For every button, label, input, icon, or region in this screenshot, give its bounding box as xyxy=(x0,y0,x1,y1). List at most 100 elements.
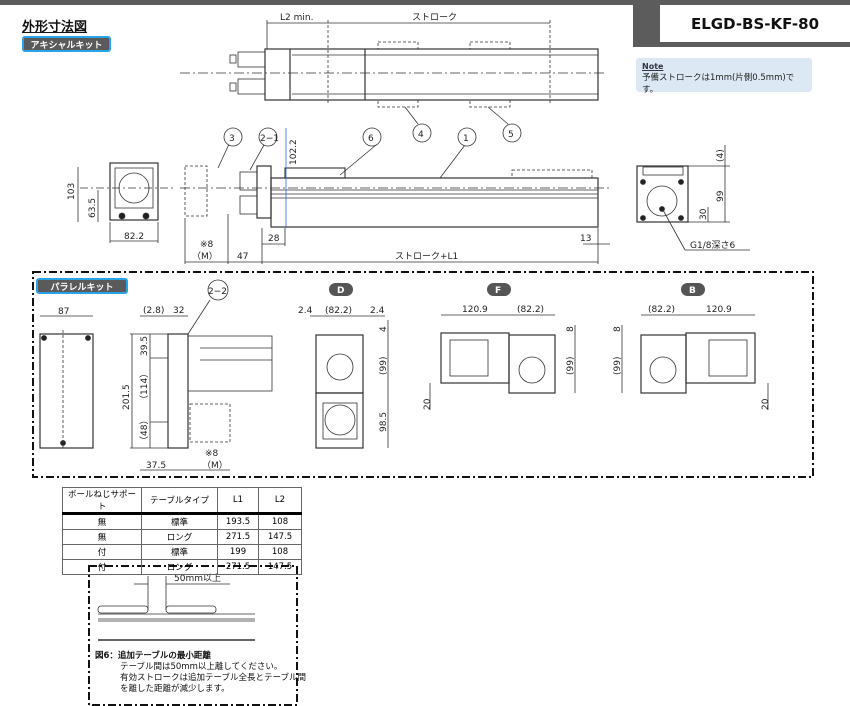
fig6-line: を離した距離が減少します。 xyxy=(120,684,230,694)
callout-1: 1 xyxy=(463,134,469,144)
col-header: テーブルタイプ xyxy=(141,487,218,514)
cell: 付 xyxy=(62,544,142,560)
parallel-side-view: 201.5 39.5 （114） （48） (2.8) 32 2−2 37.5 … xyxy=(122,279,273,471)
callout-4: 4 xyxy=(418,130,424,140)
note-box: Note 予備ストロークは1mm(片側0.5mm)です。 xyxy=(636,58,812,95)
dim-99: 99 xyxy=(716,190,726,202)
parallel-kit-button[interactable]: パラレルキット xyxy=(36,278,128,294)
dim-103: 103 xyxy=(67,183,77,200)
dim-82-2: 82.2 xyxy=(124,232,144,242)
dim-2-8: (2.8) xyxy=(143,306,164,316)
cell: 標準 xyxy=(141,544,218,560)
fig6-drawing: 50mm以上 xyxy=(97,573,255,641)
l2-min-label: L2 min. xyxy=(280,13,313,23)
top-border xyxy=(0,0,633,5)
dim-39-5: 39.5 xyxy=(140,336,150,356)
parallel-dim-m: （M） xyxy=(202,460,228,471)
end-view-left: 103 63.5 82.2 xyxy=(67,162,175,243)
callout-5: 5 xyxy=(508,130,514,140)
dim-m: （M） xyxy=(192,251,218,262)
dim-37-5: 37.5 xyxy=(146,461,166,471)
port-label: G1/8深さ6 xyxy=(690,240,735,251)
note-label: Note xyxy=(642,62,664,71)
fig6-line: テーブル間は50mm以上離してください。 xyxy=(120,662,283,672)
callout-6: 6 xyxy=(368,134,374,144)
dim-4: (4) xyxy=(716,149,726,162)
dim-99-d: (99) xyxy=(379,357,389,375)
dim-m-note: ※8 xyxy=(200,240,214,250)
fig6-caption: 図6：追加テーブルの最小距離 テーブル間は50mm以上離してください。 有効スト… xyxy=(95,651,306,695)
view-b-label: B xyxy=(689,286,696,296)
dim-99-f: (99) xyxy=(566,357,576,375)
cell: 271.5 xyxy=(217,559,259,575)
parallel-kit-frame xyxy=(32,271,814,478)
view-d: D 2.4 (82.2) 2.4 4 (99) 98.5 xyxy=(298,283,389,449)
fig6-title: 図6：追加テーブルの最小距離 xyxy=(95,651,211,661)
end-view-right: (4) 99 30 G1/8深さ6 xyxy=(636,145,750,251)
dim-114: （114） xyxy=(139,369,150,404)
cell: 271.5 xyxy=(217,529,259,545)
dim-2-4-right: 2.4 xyxy=(370,306,385,316)
cell: 無 xyxy=(62,513,142,530)
dim-20-f: 20 xyxy=(423,398,433,410)
cell: 108 xyxy=(258,544,302,560)
model-title: ELGD-BS-KF-80 xyxy=(660,5,850,42)
dim-47: 47 xyxy=(237,252,248,262)
dim-82-2-f: (82.2) xyxy=(517,305,544,315)
dim-20-b: 20 xyxy=(761,398,771,410)
dim-8-b: 8 xyxy=(613,326,623,332)
dim-4-d: 4 xyxy=(379,326,389,332)
cell: 無 xyxy=(62,529,142,545)
cell: 標準 xyxy=(141,513,218,530)
dim-48: （48） xyxy=(139,416,150,445)
col-header: ボールねじサポート xyxy=(62,487,142,514)
dim-120-9-f: 120.9 xyxy=(462,305,488,315)
fig6-line: 有効ストロークは追加テーブル全長とテーブル間 xyxy=(120,673,306,683)
dim-99-b: (99) xyxy=(613,357,623,375)
cell: 199 xyxy=(217,544,259,560)
cell: 147.5 xyxy=(258,559,302,575)
cell: 193.5 xyxy=(217,513,259,530)
dim-stroke-l1: ストローク+L1 xyxy=(395,251,458,262)
dim-82-2-d: (82.2) xyxy=(325,306,352,316)
callout-2-2: 2−2 xyxy=(208,287,227,297)
parallel-end-view: 87 xyxy=(39,307,94,450)
dim-30: 30 xyxy=(699,208,709,220)
cell: ロング xyxy=(141,529,218,545)
col-header: L1 xyxy=(217,487,259,514)
dim-120-9-b: 120.9 xyxy=(706,305,732,315)
callout-3: 3 xyxy=(229,134,235,144)
callout-2-1: 2−1 xyxy=(260,134,279,144)
stroke-label: ストローク xyxy=(412,12,457,23)
note-text: 予備ストロークは1mm(片側0.5mm)です。 xyxy=(642,73,795,95)
dim-63-5: 63.5 xyxy=(88,198,98,218)
side-view: 102.2 3 2−1 6 1 28 13 ※8 （M） 47 ストローク+L1 xyxy=(180,127,610,264)
view-d-label: D xyxy=(337,286,344,296)
top-view: L2 min. ストローク 4 5 xyxy=(180,12,605,143)
dim-32: 32 xyxy=(173,306,184,316)
dim-2-4-left: 2.4 xyxy=(298,306,313,316)
dim-102-2: 102.2 xyxy=(289,139,299,165)
title-block: ELGD-BS-KF-80 xyxy=(633,0,850,47)
view-f-label: F xyxy=(495,286,501,296)
dim-98-5: 98.5 xyxy=(379,412,389,432)
cell: 付 xyxy=(62,559,142,575)
page-heading: 外形寸法図 xyxy=(22,20,88,35)
view-b: B (82.2) 120.9 8 (99) 20 xyxy=(613,283,771,410)
dim-82-2-b: (82.2) xyxy=(648,305,675,315)
dim-201-5: 201.5 xyxy=(122,384,132,410)
parallel-m-note: ※8 xyxy=(205,449,219,459)
cell: 147.5 xyxy=(258,529,302,545)
axial-kit-button[interactable]: アキシャルキット xyxy=(22,36,111,52)
fig6-dim-label: 50mm以上 xyxy=(174,573,221,584)
col-header: L2 xyxy=(258,487,302,514)
dim-87: 87 xyxy=(58,307,69,317)
dim-28: 28 xyxy=(268,234,280,244)
dim-13: 13 xyxy=(580,234,591,244)
